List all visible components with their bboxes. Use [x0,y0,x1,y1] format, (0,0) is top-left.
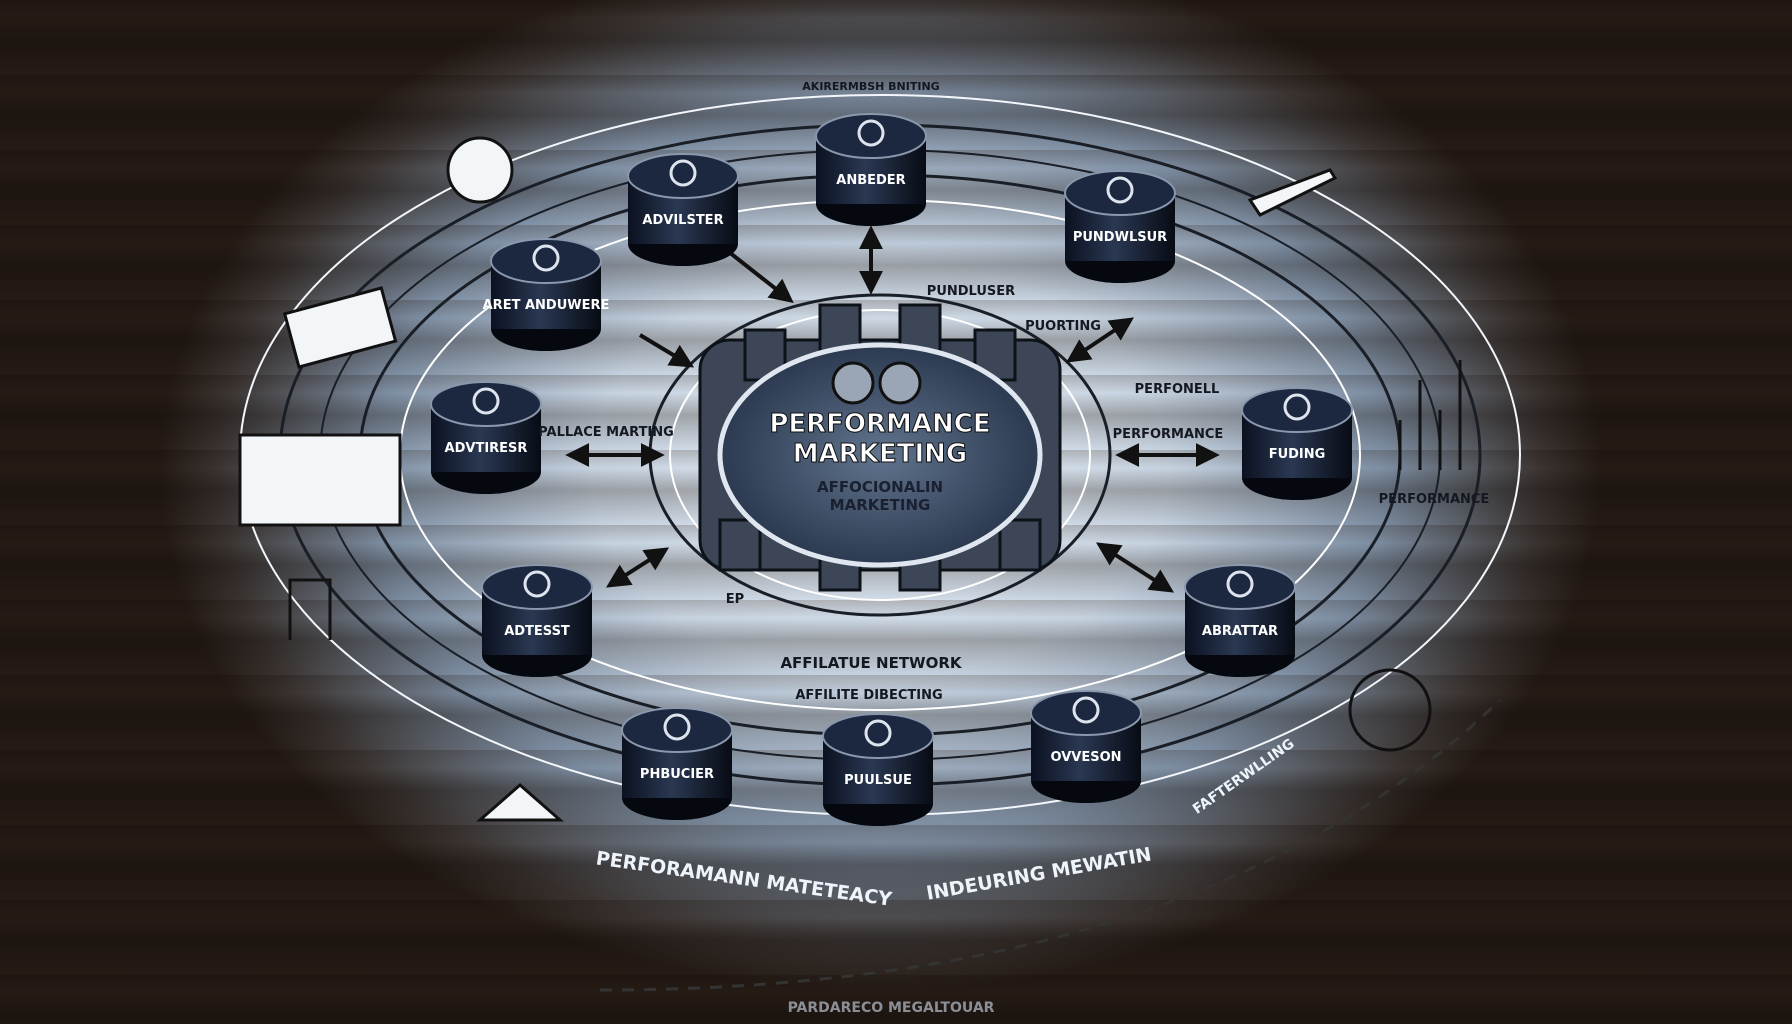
center-title-line1: PERFORMANCE [769,409,990,439]
scale-icon [1184,564,1296,610]
monitor-icon [1030,690,1142,736]
airplane-icon [1247,168,1338,217]
label-diagonal: FAFTERWLLING [1190,736,1297,818]
box-icon [490,238,602,284]
node-label: ANBEDER [836,173,905,188]
node-phbucier: PHBUCIER [621,707,733,820]
network-icon [815,113,927,159]
coins-icon [1241,387,1353,433]
center-gear: PERFORMANCE MARKETING AFFOCIONALIN MARKE… [698,303,1062,592]
label-performance-right: PERFORMANCE [1113,427,1224,442]
label-pundluser: PUNDLUSER [927,284,1015,299]
center-subtitle-line1: AFFOCIONALIN [817,478,943,496]
node-pundwlsur: PUNDWLSUR [1064,170,1176,283]
label-porting: PUORTING [1025,319,1101,334]
label-footer: PARDARECO MEGALTOUAR [788,1000,995,1016]
node-fuding: FUDING [1241,387,1353,500]
label-performance-far-right: PERFORMANCE [1379,492,1490,507]
document-icon [1064,170,1176,216]
label-pallace: PALLACE MARTING [538,425,674,440]
center-title-line2: MARKETING [793,439,967,469]
center-subtitle-line2: MARKETING [830,496,931,514]
node-label: PHBUCIER [640,767,714,782]
bulb-icon [481,564,593,610]
bar-chart-icon [288,578,332,640]
monitor-cart-icon [238,433,402,527]
node-label: ADVTIRESR [445,441,528,456]
banknote-icon [282,286,398,369]
label-bottom-right: INDEURING MEWATIN [925,843,1153,904]
label-affiliate-directing: AFFILITE DIBECTING [795,688,942,703]
node-anbeder: ANBEDER [815,113,927,226]
house-icon [476,783,564,822]
node-abrattar: ABRATTAR [1184,564,1296,677]
label-bottom-left: PERFORAMANN MATETEACY [595,847,894,910]
node-label: ARET ANDUWERE [483,298,610,313]
node-adtesst: ADTESST [481,564,593,677]
node-puulsue: PUULSUE [822,713,934,826]
growth-chart-icon [1398,360,1462,470]
dollar-icon [430,381,542,427]
node-label: ADTESST [504,624,570,639]
node-advilster: ADVILSTER [627,153,739,266]
label-top-banner: AKIRERMBSH BNITING [802,80,939,93]
node-advtiresr: ADVTIRESR [430,381,542,494]
node-label: OVVESON [1051,750,1122,765]
label-ep: EP [726,592,744,607]
side-icons [238,136,1462,822]
center-disc [717,342,1043,568]
coin-icon [878,361,922,405]
node-aret-anduwere: ARET ANDUWERE [483,238,610,351]
screen-icon [822,713,934,759]
node-label: ABRATTAR [1202,624,1278,639]
gear-icon [621,707,733,753]
node-group: ADVILSTER ANBEDER PUNDWLSUR ARET ANDUWER… [430,113,1353,826]
node-ovveson: OVVESON [1030,690,1142,803]
network-nodes-icon [1348,668,1432,752]
money-icon [627,153,739,199]
label-affiliate-network: AFFILATUE NETWORK [780,654,962,672]
coin-icon [831,361,875,405]
node-label: FUDING [1269,447,1326,462]
pie-chart-icon [446,136,514,204]
node-label: PUNDWLSUR [1073,230,1167,245]
node-label: ADVILSTER [642,213,723,228]
node-label: PUULSUE [844,773,912,788]
label-perfonell: PERFONELL [1135,382,1220,397]
